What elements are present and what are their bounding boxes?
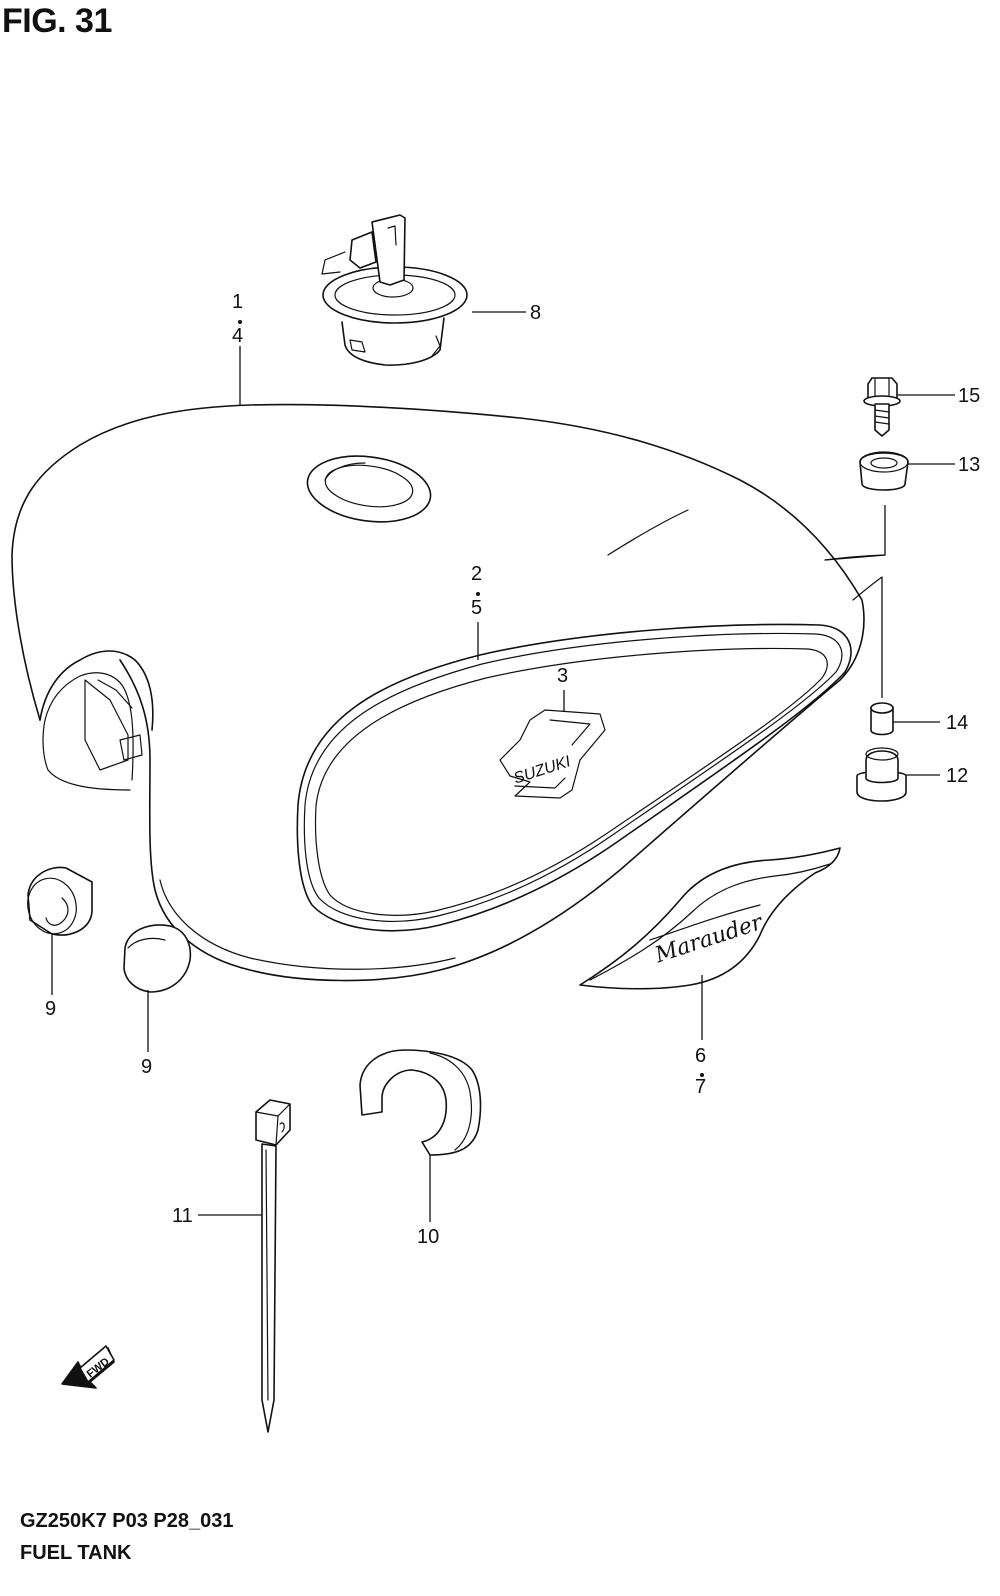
emblem-frame [296, 623, 852, 932]
spacer [870, 702, 894, 736]
cable-tie [255, 1099, 291, 1433]
callout-cushion-lower: 12 [946, 765, 968, 787]
callout-cushion-upper: 13 [958, 454, 980, 476]
callout-badge-top: 6 [695, 1045, 706, 1067]
callout-tie: 11 [172, 1205, 193, 1227]
callout-cap: 8 [530, 302, 541, 324]
leader-lines [51, 311, 955, 1222]
cushion-upper [859, 451, 909, 491]
callout-logo: 3 [557, 665, 568, 687]
callout-spacer: 14 [946, 712, 968, 734]
callout-clamp: 10 [417, 1226, 439, 1248]
side-badge: Marauder [579, 847, 841, 990]
callout-bolt: 15 [958, 385, 980, 407]
callout-tank-top: 1 [232, 291, 243, 313]
cushion-mid [123, 924, 192, 993]
callout-frame-bottom: 5 [471, 597, 482, 619]
callout-labels: 1 4 8 15 13 14 12 2 5 3 6 7 9 9 10 11 [45, 291, 980, 1248]
model-code: GZ250K7 P03 P28_031 [20, 1510, 234, 1532]
figure-name: FUEL TANK [20, 1542, 132, 1564]
callout-frame-top: 2 [471, 563, 482, 585]
clamp [359, 1049, 482, 1156]
figure-title: FIG. 31 [2, 2, 112, 40]
cushion-lower [856, 747, 907, 802]
callout-cushion-mid: 9 [141, 1056, 152, 1078]
badge-script: Marauder [651, 910, 767, 969]
callout-badge-bottom: 7 [695, 1076, 706, 1098]
callout-tank-bottom: 4 [232, 325, 243, 347]
fuel-cap [321, 214, 468, 366]
suzuki-logo: SUZUKI [499, 709, 606, 799]
logo-text: SUZUKI [512, 753, 574, 787]
bolt [863, 377, 901, 437]
callout-cushion-left: 9 [45, 998, 56, 1020]
cushion-left [27, 866, 93, 936]
fuel-tank [11, 403, 886, 982]
fwd-arrow: FWD [61, 1345, 115, 1389]
